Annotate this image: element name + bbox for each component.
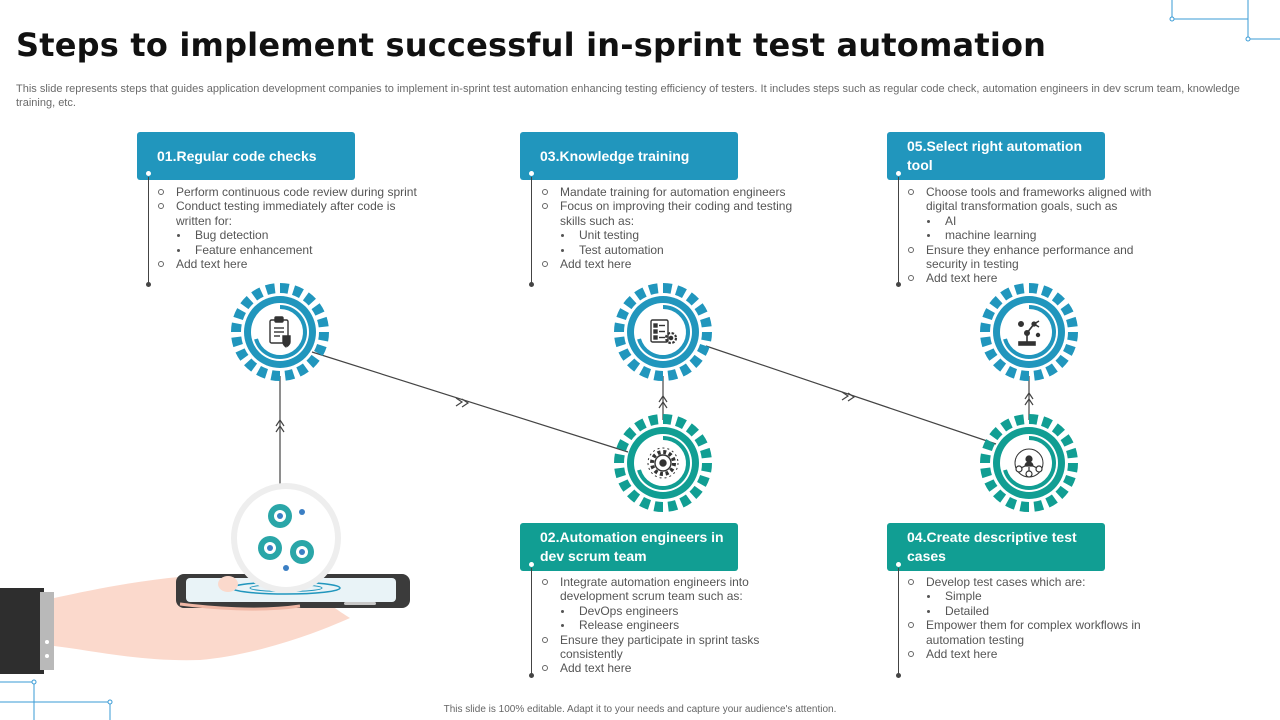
list-item: Add text here [542,257,804,271]
list-item: Add text here [908,647,1158,661]
list-item: Focus on improving their coding and test… [542,199,804,257]
step-4-header: 04.Create descriptive test cases [887,523,1105,571]
network-users-icon [1014,448,1044,478]
connector-lines [275,345,1034,498]
step-1-end-marker [146,282,151,287]
step-5-timeline [898,176,899,284]
sub-list-item: AI [926,214,1158,228]
step-5-heading: 05.Select right automation tool [907,138,1083,173]
step-2-heading: 02.Automation engineers in dev scrum tea… [540,529,724,564]
sub-list-item: Bug detection [176,228,428,242]
sub-list-item: Detailed [926,604,1158,618]
step-3-heading: 03.Knowledge training [540,147,690,164]
step-1-timeline [148,176,149,284]
list-item: Ensure they enhance performance and secu… [908,243,1158,272]
corner-decoration-top-right [1169,0,1280,42]
sub-list-item: Release engineers [560,618,782,632]
sub-list-item: DevOps engineers [560,604,782,618]
step-3-start-marker [527,170,535,177]
robot-arm-icon [1018,320,1041,346]
step-5-end-marker [896,282,901,287]
step-4-bullet-list: Develop test cases which are: Simple Det… [908,575,1158,661]
list-item: Develop test cases which are: Simple Det… [908,575,1158,618]
sub-list-item: Test automation [560,243,804,257]
page-subtitle: This slide represents steps that guides … [16,83,1240,109]
step-4-timeline [898,567,899,675]
list-item: Choose tools and frameworks aligned with… [908,185,1158,243]
list-item: Perform continuous code review during sp… [158,185,428,199]
step-1-heading: 01.Regular code checks [157,147,317,164]
step-5-header: 05.Select right automation tool [887,132,1105,180]
footer-note: This slide is 100% editable. Adapt it to… [443,704,837,715]
list-item: Add text here [158,257,428,271]
step-3-timeline [531,176,532,284]
sub-list-item: Simple [926,589,1158,603]
step-2-header: 02.Automation engineers in dev scrum tea… [520,523,738,571]
checklist-gear-icon [650,319,678,345]
list-item: Add text here [542,661,782,675]
step-5-bullet-list: Choose tools and frameworks aligned with… [908,185,1158,286]
list-item: Mandate training for automation engineer… [542,185,804,199]
step-4-heading: 04.Create descriptive test cases [907,529,1077,564]
step-1-start-marker [144,170,152,177]
corner-decoration-bottom-left [0,679,113,720]
list-item: Integrate automation engineers into deve… [542,575,782,633]
step-5-start-marker [894,170,902,177]
step-2-end-marker [529,673,534,678]
step-2-timeline [531,567,532,675]
gear-settings-icon [647,447,679,479]
step-1-bullet-list: Perform continuous code review during sp… [158,185,428,271]
step-3-header: 03.Knowledge training [520,132,738,180]
clipboard-icon [269,316,291,348]
list-item: Empower them for complex workflows in au… [908,618,1158,647]
step-3-end-marker [529,282,534,287]
list-item: Ensure they participate in sprint tasks … [542,633,782,662]
sub-list-item: Unit testing [560,228,804,242]
step-4-end-marker [896,673,901,678]
sub-list-item: Feature enhancement [176,243,428,257]
list-item: Add text here [908,271,1158,285]
step-3-bullet-list: Mandate training for automation engineer… [542,185,804,271]
step-2-bullet-list: Integrate automation engineers into deve… [542,575,782,676]
sub-list-item: machine learning [926,228,1158,242]
step-1-header: 01.Regular code checks [137,132,355,180]
list-item: Conduct testing immediately after code i… [158,199,428,257]
hand-holding-phone-illustration [0,483,410,674]
step-2-start-marker [527,561,535,568]
step-4-start-marker [894,561,902,568]
page-title: Steps to implement successful in-sprint … [16,26,1047,64]
